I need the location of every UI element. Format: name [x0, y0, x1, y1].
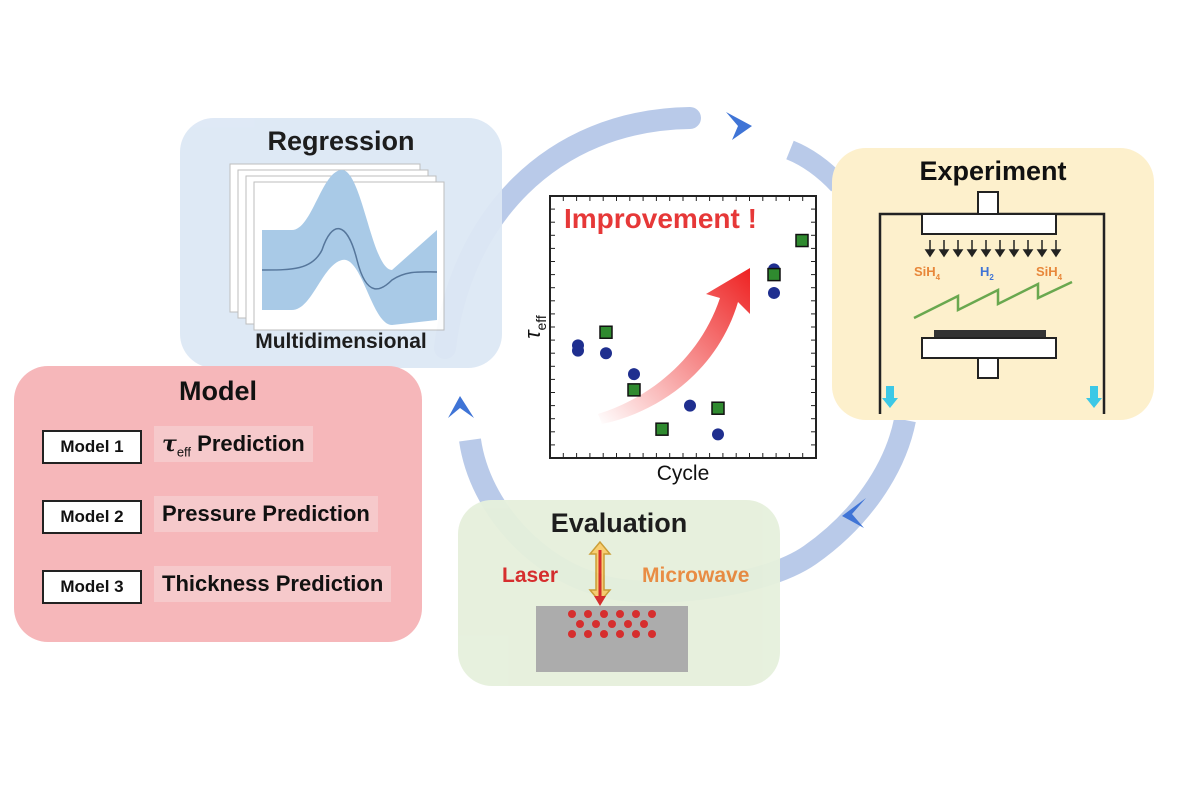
data-point-circle [768, 286, 780, 299]
model-1-prediction: τeff Prediction [154, 426, 313, 462]
microwave-label: Microwave [642, 564, 750, 587]
model-2-box: Model 2 [42, 500, 142, 534]
gas-label-right: SiH4 [1036, 264, 1063, 282]
chevron-up-icon [448, 396, 474, 418]
model-3-box: Model 3 [42, 570, 142, 604]
experiment-panel: Experiment SiH4 H2 SiH4 [832, 148, 1154, 420]
chevron-right-icon [726, 112, 752, 140]
evaluation-diagram [536, 540, 688, 672]
improvement-arrow [598, 268, 750, 424]
x-axis-label: Cycle [657, 462, 710, 485]
data-point-circle [712, 428, 724, 441]
data-point-square [599, 325, 613, 339]
data-point-circle [628, 368, 640, 381]
improvement-annotation: Improvement ! [564, 203, 757, 234]
data-point-square [795, 233, 809, 248]
experiment-title: Experiment [919, 156, 1067, 186]
model-panel: Model Model 1 τeff Prediction Model 2 Pr… [14, 366, 422, 642]
laser-label: Laser [502, 564, 559, 587]
model-3-prediction: Thickness Prediction [154, 566, 392, 602]
exhaust-arrow-icon [1086, 398, 1102, 408]
data-point-circle [600, 347, 612, 360]
evaluation-title: Evaluation [550, 508, 688, 538]
plasma-zigzag [913, 280, 1073, 320]
svg-text:τeff: τeff [520, 315, 549, 339]
regression-title: Regression [267, 126, 415, 156]
model-1-box: Model 1 [42, 430, 142, 464]
gas-label-mid: H2 [980, 264, 994, 282]
improvement-chart: Improvement ! Cycle τeff [520, 195, 817, 485]
data-point-square [655, 422, 669, 436]
sample-substrate [536, 606, 688, 672]
data-point-circle [572, 344, 584, 357]
data-point-square [627, 383, 641, 397]
data-point-square [767, 267, 781, 282]
chevron-down-left-icon [842, 498, 866, 528]
regression-plot-stack [229, 163, 445, 331]
regression-panel: Regression Multidimensional [180, 118, 502, 368]
laser-arrow-icon [594, 596, 606, 606]
model-2-prediction: Pressure Prediction [154, 496, 378, 532]
plot-frame [549, 195, 817, 459]
exhaust-arrow-icon [882, 398, 898, 408]
y-axis-label: τeff [520, 315, 549, 339]
evaluation-panel: Evaluation Laser Microwave [458, 500, 780, 686]
regression-subtitle: Multidimensional [255, 330, 427, 353]
model-title: Model [179, 376, 257, 406]
data-point-circle [684, 399, 696, 412]
data-point-square [711, 401, 725, 415]
pecvd-chamber-diagram: SiH4 H2 SiH4 [878, 191, 1106, 414]
gas-label-left: SiH4 [914, 264, 941, 282]
plot-ticks [549, 195, 817, 459]
